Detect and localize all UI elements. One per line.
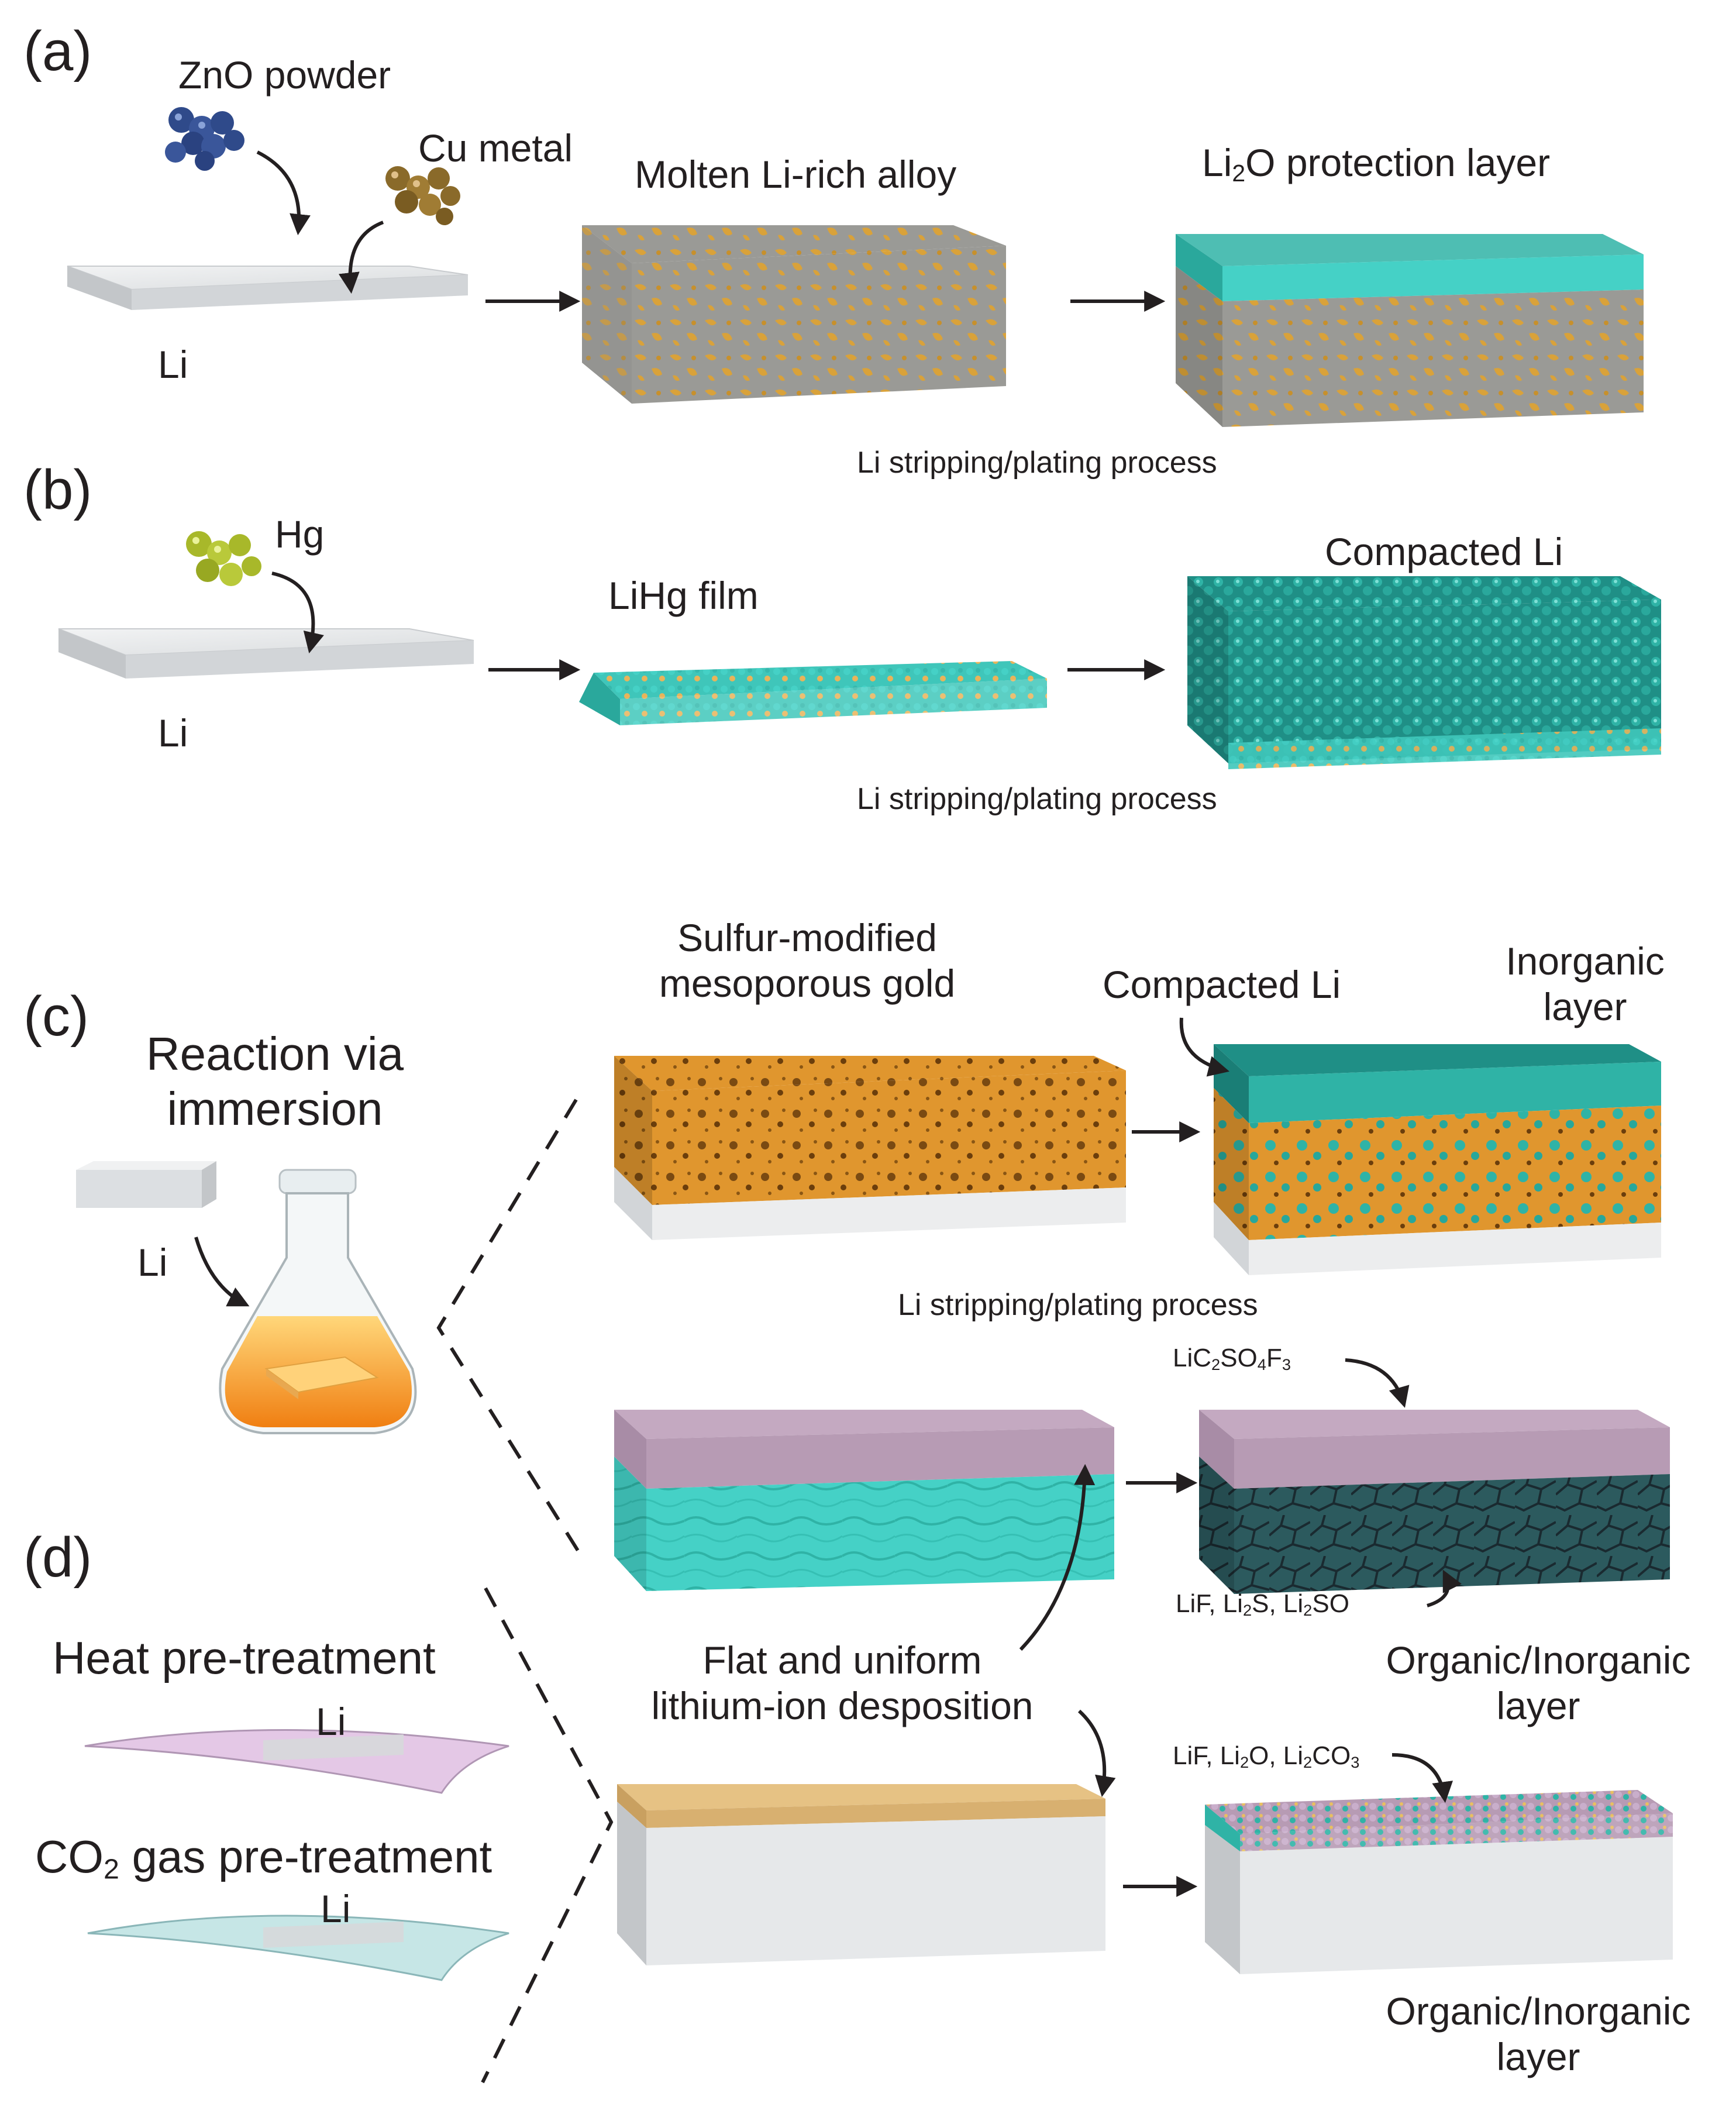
molten-alloy-block bbox=[582, 225, 1006, 404]
co2-pouch bbox=[87, 1915, 509, 1981]
molten-alloy-label: Molten Li-rich alloy bbox=[635, 153, 957, 196]
lihg-film bbox=[579, 661, 1047, 725]
panel-label-c: (c) bbox=[23, 985, 89, 1048]
li-label-b: Li bbox=[158, 711, 188, 755]
panel-label-b: (b) bbox=[23, 459, 92, 521]
arrow-formula3 bbox=[1391, 1753, 1453, 1803]
protected-alloy-block bbox=[1176, 234, 1644, 427]
li-foil-b bbox=[58, 628, 474, 679]
li-label-heat: Li bbox=[316, 1700, 346, 1743]
cu-metal-icon bbox=[385, 166, 460, 225]
panel-b bbox=[58, 531, 1661, 769]
arrow-formula2 bbox=[1427, 1569, 1462, 1607]
arrow-flat-to-cyan bbox=[1019, 1464, 1096, 1651]
formula-label-2: LiF, Li2S, Li2SO bbox=[1176, 1589, 1349, 1619]
tan-block bbox=[617, 1784, 1105, 1965]
li2o-label: Li2O protection layer bbox=[1202, 141, 1551, 187]
zno-powder-icon bbox=[165, 107, 244, 171]
panel-label-a: (a) bbox=[23, 20, 92, 82]
bracket-d bbox=[481, 1587, 614, 2084]
process-label-c: Li stripping/plating process bbox=[898, 1288, 1258, 1322]
hg-droplets-icon bbox=[186, 531, 261, 586]
heat-label: Heat pre-treatment bbox=[53, 1632, 436, 1683]
arrow-compacted-c bbox=[1179, 1017, 1229, 1077]
panel-c bbox=[76, 1017, 1670, 1651]
co2-label: CO2 gas pre-treatment bbox=[35, 1831, 492, 1885]
bracket-c bbox=[436, 1099, 587, 1563]
lihg-label: LiHg film bbox=[608, 574, 759, 617]
hg-label: Hg bbox=[275, 512, 325, 556]
cu-label: Cu metal bbox=[418, 126, 573, 170]
heat-pouch bbox=[84, 1729, 509, 1794]
li-label-c: Li bbox=[137, 1241, 168, 1284]
li-label-a: Li bbox=[158, 343, 188, 386]
li-block-c bbox=[76, 1161, 216, 1208]
li-foil-a bbox=[67, 266, 469, 310]
panel-label-d: (d) bbox=[23, 1526, 92, 1589]
process-label-b: Li stripping/plating process bbox=[857, 782, 1217, 816]
arrow-zno bbox=[256, 150, 311, 236]
sei-block bbox=[1205, 1790, 1673, 1974]
flask-icon bbox=[219, 1169, 417, 1434]
arrow-hg bbox=[271, 571, 324, 654]
zno-label: ZnO powder bbox=[178, 53, 391, 97]
dark-block bbox=[1199, 1410, 1670, 1594]
cyan-block bbox=[614, 1410, 1114, 1591]
compacted-li-label-c: Compacted Li bbox=[1103, 963, 1341, 1006]
arrow-cu bbox=[338, 221, 384, 294]
li-label-co2: Li bbox=[321, 1887, 351, 1930]
arrow-flat-to-tan bbox=[1077, 1709, 1116, 1798]
mesoporous-gold-block bbox=[614, 1056, 1126, 1240]
formula-label-3: LiF, Li2O, Li2CO3 bbox=[1173, 1741, 1360, 1771]
panel-d bbox=[84, 1587, 1673, 2084]
arrow-formula1 bbox=[1345, 1358, 1410, 1408]
compacted-li-label-b: Compacted Li bbox=[1325, 530, 1563, 573]
formula-label-1: LiC2SO4F3 bbox=[1173, 1344, 1291, 1373]
arrow-into-flask bbox=[194, 1237, 250, 1307]
process-label-a: Li stripping/plating process bbox=[857, 446, 1217, 480]
gold-teal-block bbox=[1214, 1044, 1661, 1275]
compacted-li-block-b bbox=[1187, 576, 1661, 769]
panel-a bbox=[67, 107, 1644, 427]
